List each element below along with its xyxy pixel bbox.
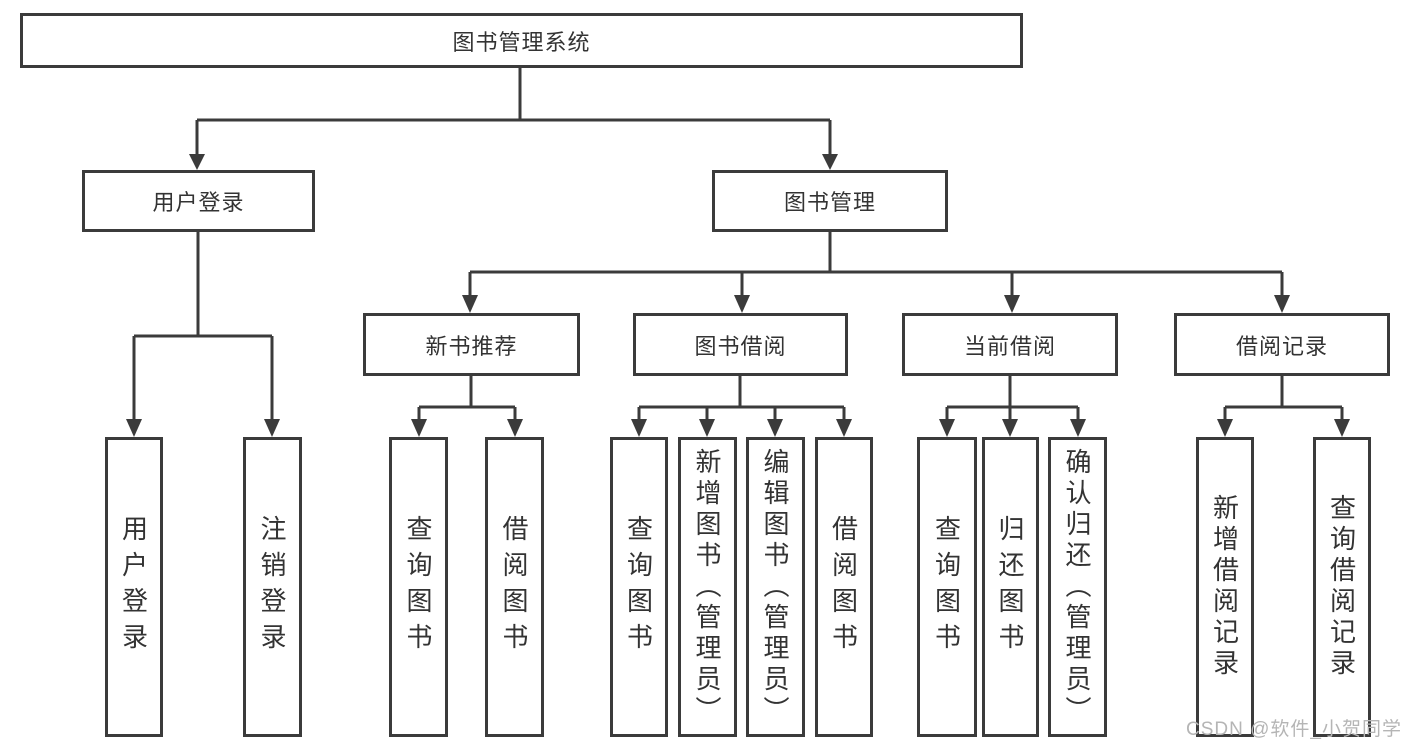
node-label: 新增借阅记录	[1209, 494, 1240, 680]
arrow-down-icon	[822, 154, 838, 170]
arrow-down-icon	[734, 295, 750, 313]
node-label: 新书推荐	[425, 333, 518, 359]
node-leaf-add-books-admin: 新增图书（管理员）	[678, 437, 737, 737]
node-label: 图书借阅	[694, 333, 787, 359]
connector-root-to-level2	[189, 68, 838, 170]
arrow-down-icon	[836, 419, 852, 437]
node-label: 查询图书	[623, 515, 654, 659]
node-label: 借阅图书	[499, 515, 529, 659]
node-label: 查询图书	[931, 515, 962, 659]
arrow-down-icon	[1274, 295, 1290, 313]
node-label: 借阅图书	[828, 515, 859, 659]
node-leaf-user-login: 用户登录	[105, 437, 163, 737]
node-label: 确认归还（管理员）	[1062, 447, 1092, 727]
connector-book-mgmt-to-groups	[462, 232, 1290, 313]
node-label: 用户登录	[152, 190, 245, 215]
arrow-down-icon	[1217, 419, 1233, 437]
node-label: 新增图书（管理员）	[692, 447, 722, 727]
node-leaf-borrow-books-1: 借阅图书	[485, 437, 544, 737]
node-leaf-borrow-books-2: 借阅图书	[815, 437, 873, 737]
node-label: 查询图书	[403, 515, 433, 659]
connector-new-books-to-leaves	[411, 376, 523, 437]
arrow-down-icon	[1334, 419, 1350, 437]
node-book-borrow: 图书借阅	[633, 313, 848, 376]
arrow-down-icon	[939, 419, 955, 437]
node-leaf-edit-books-admin: 编辑图书（管理员）	[746, 437, 805, 737]
node-leaf-query-books-3: 查询图书	[917, 437, 977, 737]
connector-borrow-records-to-leaves	[1217, 376, 1350, 437]
node-user-login: 用户登录	[82, 170, 315, 232]
arrow-down-icon	[699, 419, 715, 437]
node-borrow-records: 借阅记录	[1174, 313, 1390, 376]
arrow-down-icon	[264, 419, 280, 437]
arrow-down-icon	[767, 419, 783, 437]
arrow-down-icon	[189, 154, 205, 170]
node-leaf-query-books-2: 查询图书	[610, 437, 668, 737]
node-leaf-logout: 注销登录	[243, 437, 302, 737]
node-book-management: 图书管理	[712, 170, 948, 232]
node-label: 编辑图书（管理员）	[760, 447, 790, 727]
node-label: 图书管理	[783, 190, 876, 215]
node-label: 归还图书	[995, 515, 1025, 659]
node-label: 借阅记录	[1235, 333, 1328, 359]
csdn-watermark: CSDN @软件_小贺同学	[1186, 719, 1402, 740]
arrow-down-icon	[1070, 419, 1086, 437]
node-current-borrow: 当前借阅	[902, 313, 1118, 376]
arrow-down-icon	[1004, 295, 1020, 313]
arrow-down-icon	[462, 295, 478, 313]
node-label: 注销登录	[257, 515, 287, 659]
node-label: 查询借阅记录	[1326, 494, 1357, 680]
connector-current-borrow-to-leaves	[939, 376, 1086, 437]
arrow-down-icon	[507, 419, 523, 437]
arrow-down-icon	[411, 419, 427, 437]
arrow-down-icon	[1002, 419, 1018, 437]
arrow-down-icon	[126, 419, 142, 437]
node-leaf-query-borrow-record: 查询借阅记录	[1313, 437, 1371, 737]
arrow-down-icon	[631, 419, 647, 437]
node-label: 图书管理系统	[452, 29, 591, 55]
node-leaf-add-borrow-record: 新增借阅记录	[1196, 437, 1254, 737]
node-label: 用户登录	[118, 515, 149, 659]
node-label: 当前借阅	[963, 333, 1056, 359]
connector-book-borrow-to-leaves	[631, 376, 852, 437]
node-root-system: 图书管理系统	[20, 13, 1023, 68]
node-new-book-recommend: 新书推荐	[363, 313, 580, 376]
connector-user-login-to-leaves	[126, 232, 280, 437]
node-leaf-query-books-1: 查询图书	[389, 437, 448, 737]
node-leaf-confirm-return-admin: 确认归还（管理员）	[1048, 437, 1107, 737]
node-leaf-return-books: 归还图书	[982, 437, 1039, 737]
